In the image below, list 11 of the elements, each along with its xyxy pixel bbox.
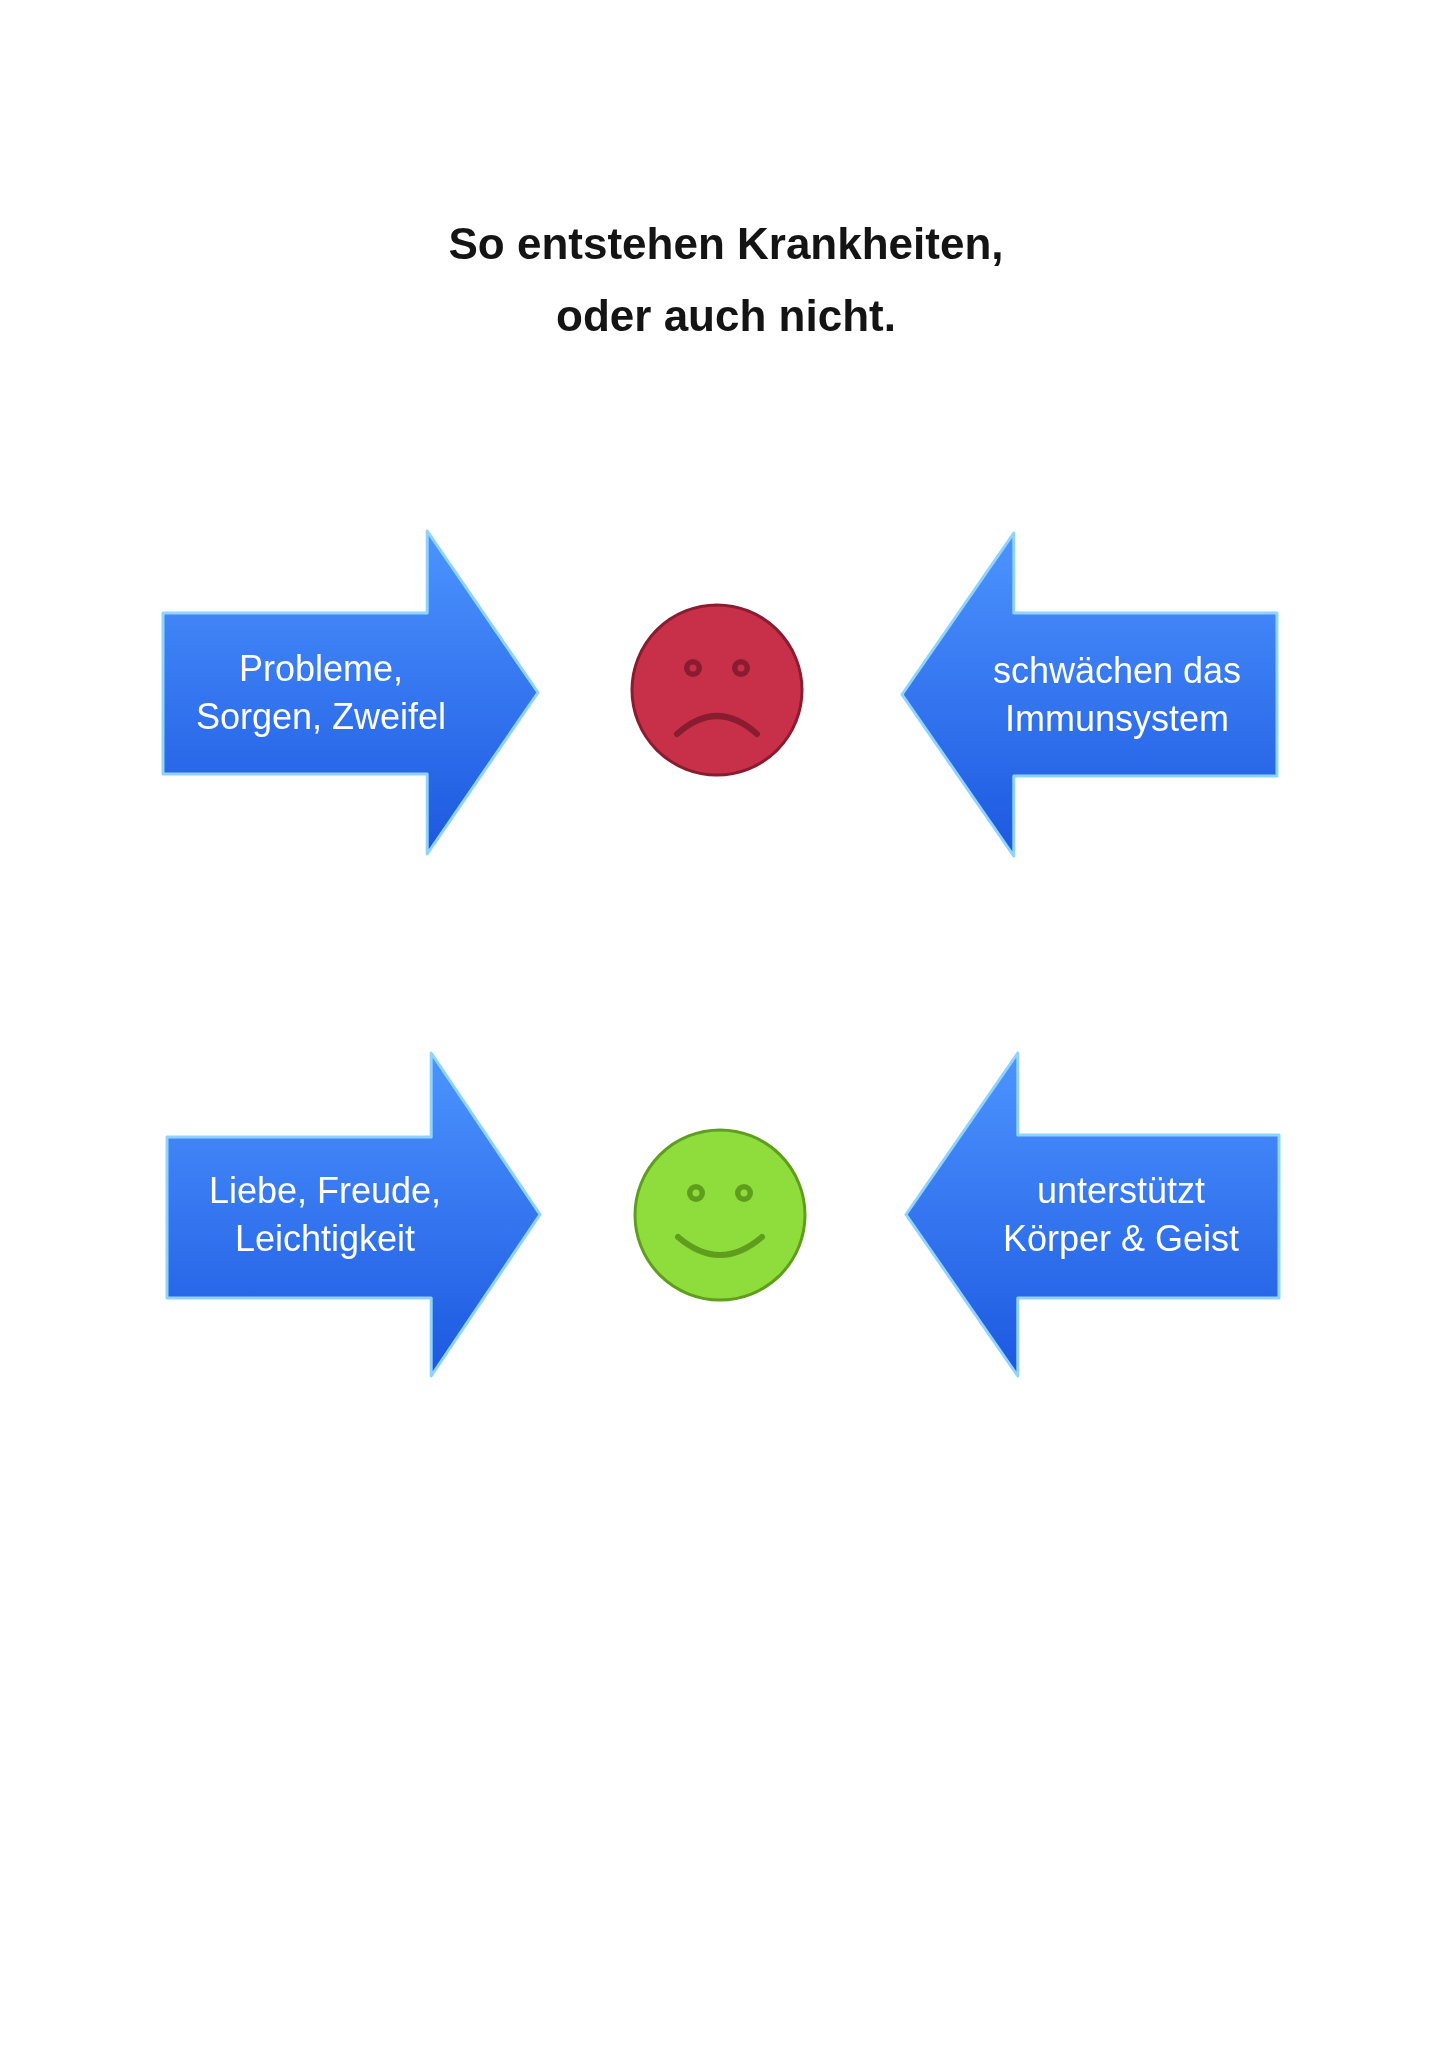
block-arrow	[904, 1051, 1281, 1378]
arrow-label: unterstützt Körper & Geist	[1001, 1169, 1241, 1261]
arrow-label: Probleme, Sorgen, Zweifel	[194, 647, 448, 739]
block-arrow	[900, 531, 1279, 858]
arrow-label: Liebe, Freude, Leichtigkeit	[207, 1169, 443, 1261]
sad-face-icon	[629, 602, 805, 778]
block-arrow	[161, 529, 540, 856]
smiley-face-icon	[632, 1127, 808, 1303]
arrow-label: schwächen das Immunsystem	[991, 649, 1243, 741]
title: So entstehen Krankheiten, oder auch nicht.	[447, 218, 1005, 342]
block-arrow	[165, 1051, 542, 1378]
